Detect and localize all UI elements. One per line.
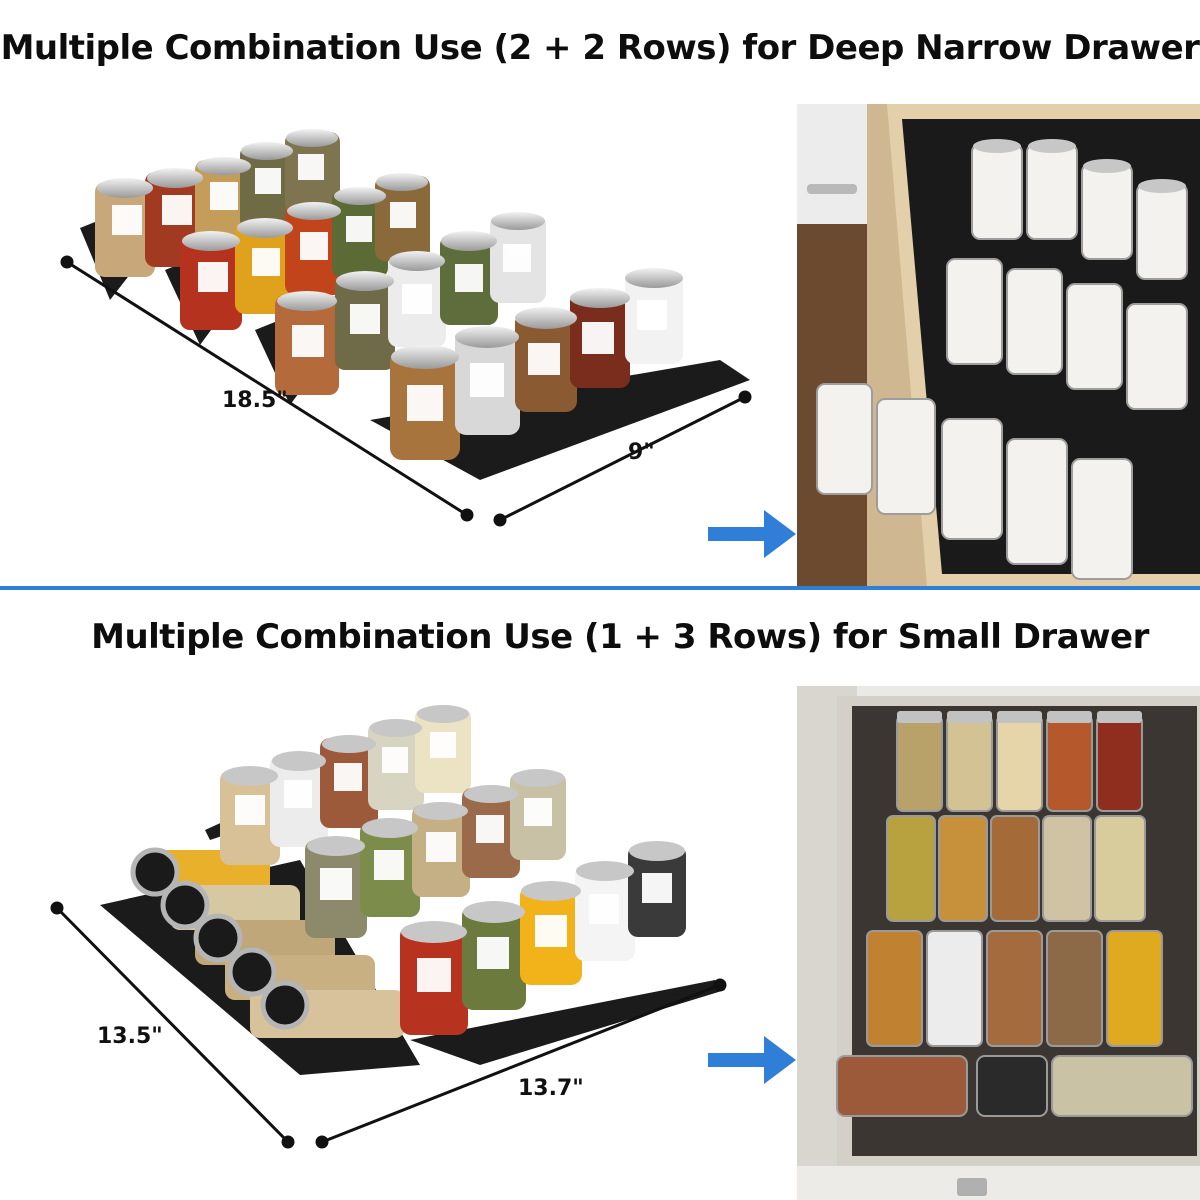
top-width-label: 9": [628, 440, 655, 465]
top-heading: Multiple Combination Use (2 + 2 Rows) fo…: [0, 28, 1200, 68]
bottom-width-label: 13.7": [518, 1076, 584, 1101]
arrow-right-icon: [708, 510, 796, 558]
jar-row-b1: [220, 705, 471, 865]
deep-drawer-photo: [797, 104, 1200, 586]
bottom-jar-labels: [235, 732, 672, 992]
section-divider: [0, 586, 1200, 590]
arrow-right-icon: [708, 1036, 796, 1084]
jar-row-tipped: [130, 847, 405, 1038]
bottom-tray-set: [100, 805, 725, 1075]
jar-row-b2: [305, 769, 566, 938]
jar-row-b3: [400, 841, 686, 1035]
top-length-label: 18.5": [222, 388, 288, 413]
small-drawer-photo: [797, 686, 1200, 1200]
bottom-length-label: 13.5": [97, 1024, 163, 1049]
top-rack-illustration: [60, 129, 752, 527]
top-dimension-lines: [60, 255, 752, 527]
bottom-heading: Multiple Combination Use (1 + 3 Rows) fo…: [91, 617, 1149, 657]
jar-labels: [112, 154, 667, 421]
